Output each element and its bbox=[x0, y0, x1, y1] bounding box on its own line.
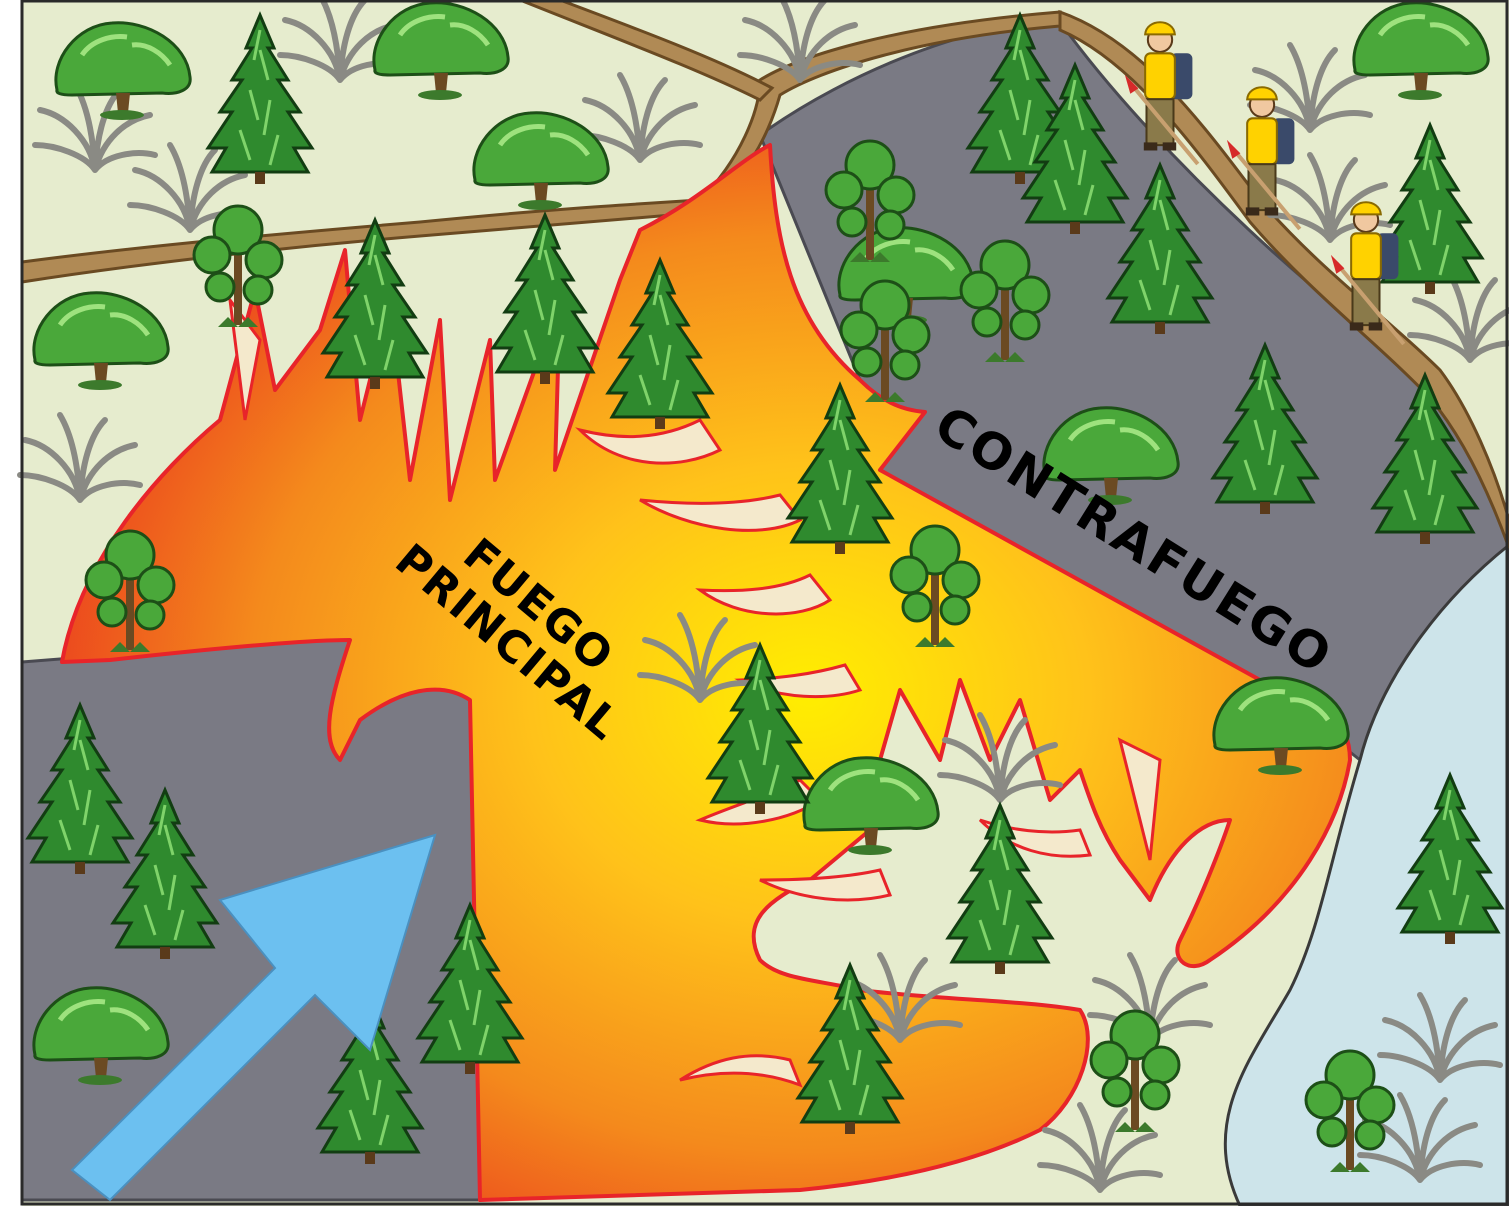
wind-direction-arrow-icon bbox=[70, 833, 437, 1202]
trail-branch bbox=[519, 0, 775, 102]
main-fire bbox=[60, 143, 1352, 1202]
flame-tongues bbox=[227, 294, 1162, 1088]
frame bbox=[20, 0, 1509, 1206]
